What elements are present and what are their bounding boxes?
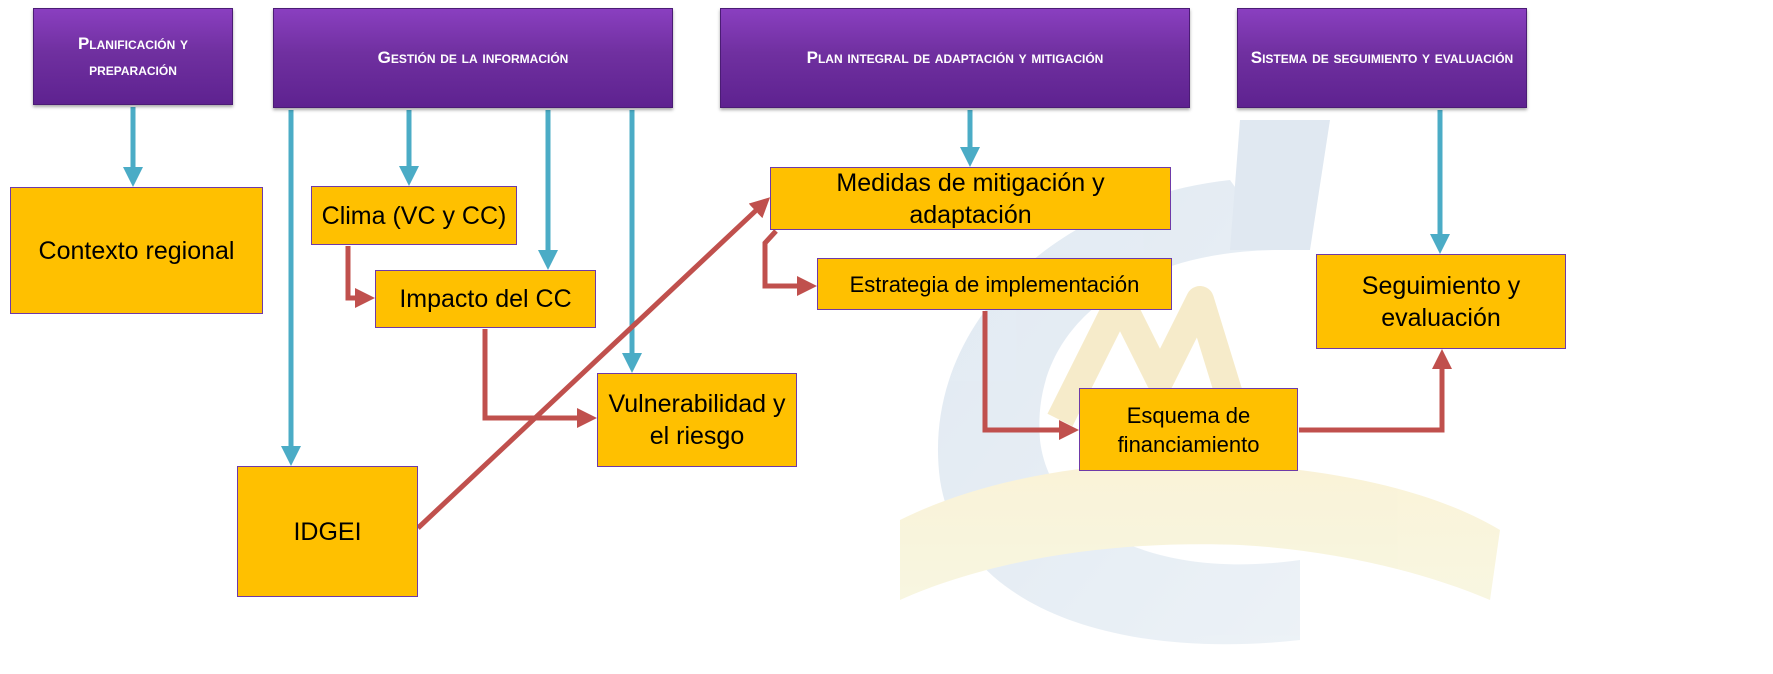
header-sistema-label: Sistema de seguimiento y evaluación [1250, 48, 1514, 67]
header-plan-integral-label: Plan integral de adaptación y mitigación [806, 48, 1104, 67]
box-contexto-label: Contexto regional [38, 236, 235, 265]
box-esquema: Esquema de financiamiento [1079, 388, 1298, 471]
header-planificacion-label: Planificación y preparación [77, 33, 189, 79]
box-vulnerabilidad-label: Vulnerabilidad y el riesgo [608, 390, 786, 450]
box-seguimiento-label: Seguimiento y evaluación [1361, 271, 1521, 332]
box-idgei: IDGEI [237, 466, 418, 597]
box-estrategia: Estrategia de implementación [817, 258, 1172, 310]
header-sistema-seguimiento: Sistema de seguimiento y evaluación [1237, 8, 1527, 108]
box-impacto-label: Impacto del CC [399, 285, 572, 313]
header-plan-integral: Plan integral de adaptación y mitigación [720, 8, 1190, 108]
box-clima-label: Clima (VC y CC) [321, 201, 507, 230]
box-idgei-label: IDGEI [293, 517, 362, 546]
box-contexto-regional: Contexto regional [10, 187, 263, 314]
box-estrategia-label: Estrategia de implementación [849, 271, 1140, 297]
box-vulnerabilidad: Vulnerabilidad y el riesgo [597, 373, 797, 467]
box-seguimiento: Seguimiento y evaluación [1316, 254, 1566, 349]
header-gestion-informacion: Gestión de la información [273, 8, 673, 108]
box-medidas-label: Medidas de mitigación y adaptación [836, 168, 1105, 229]
box-impacto: Impacto del CC [375, 270, 596, 328]
header-gestion-label: Gestión de la información [377, 48, 569, 67]
box-clima: Clima (VC y CC) [311, 186, 517, 245]
box-esquema-label: Esquema de financiamiento [1117, 402, 1260, 457]
box-medidas: Medidas de mitigación y adaptación [770, 167, 1171, 230]
header-planificacion: Planificación y preparación [33, 8, 233, 105]
